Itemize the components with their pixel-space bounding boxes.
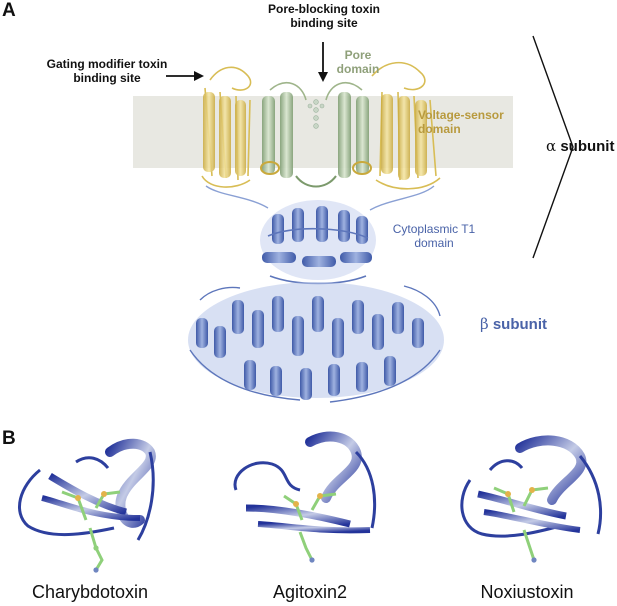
beta-symbol: β [480,315,489,333]
cytoplasmic-t1-label: Cytoplasmic T1 domain [388,222,480,250]
cytoplasmic-t1-label-line2: domain [414,236,454,250]
pore-blocking-arrow [318,42,328,82]
toxin-name-noxiustoxin: Noxiustoxin [480,582,574,602]
panel-a-letter: A [2,0,16,21]
beta-subunit-word: subunit [492,316,547,333]
linker-loops [205,185,435,211]
pore-domain-label-line2: domain [336,62,380,76]
voltage-sensor-right-helices [381,94,427,180]
voltage-sensor-label-line1: Voltage-sensor [418,108,504,122]
gating-modifier-arrow [166,71,204,81]
voltage-sensor-label: Voltage-sensor domain [418,108,514,136]
toxin-structure-noxiustoxin [460,435,603,563]
cytoplasmic-t1-label-line1: Cytoplasmic T1 [392,222,476,236]
pore-ions [307,99,325,129]
pore-domain-label-line1: Pore [344,48,372,62]
panel-b-letter: B [2,428,16,449]
alpha-subunit-word: subunit [560,138,615,155]
voltage-sensor-label-line2: domain [418,122,461,136]
toxin-structure-agitoxin2 [233,431,377,563]
beta-subunit [188,282,444,403]
pore-domain-label: Pore domain [334,48,382,76]
gating-modifier-label-line2: binding site [73,71,141,85]
gating-modifier-label-line1: Gating modifier toxin [46,57,168,71]
pore-blocking-label-line2: binding site [290,16,358,30]
beta-subunit-label: β subunit [480,315,547,333]
gating-modifier-label: Gating modifier toxin binding site [46,57,168,85]
alpha-symbol: α [546,137,557,155]
pore-domain [260,81,372,188]
toxin-structure-charybdotoxin [18,438,156,573]
voltage-sensor-left-helices [203,92,246,178]
alpha-subunit-label: α subunit [546,137,614,155]
pore-blocking-label: Pore-blocking toxin binding site [262,2,386,30]
toxin-name-charybdotoxin: Charybdotoxin [31,582,149,602]
alpha-subunit-bracket [532,35,574,259]
cytoplasmic-t1-domain [260,200,376,285]
toxin-name-agitoxin2: Agitoxin2 [272,582,348,602]
pore-blocking-label-line1: Pore-blocking toxin [267,2,380,16]
